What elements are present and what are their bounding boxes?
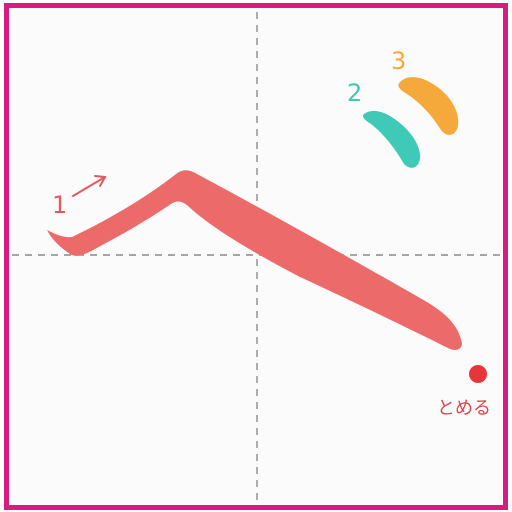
stop-marker-label: とめる xyxy=(437,398,491,419)
stroke-3-shape xyxy=(398,77,459,135)
stroke-1-number: 1 xyxy=(52,191,67,219)
stroke-3-number: 3 xyxy=(391,47,406,75)
stroke-2-shape xyxy=(362,110,421,168)
stroke-1-shape xyxy=(47,170,462,351)
stop-dot-icon xyxy=(469,365,487,383)
stroke-2-number: 2 xyxy=(347,79,362,107)
stroke-1-direction-arrow-icon xyxy=(72,175,107,197)
